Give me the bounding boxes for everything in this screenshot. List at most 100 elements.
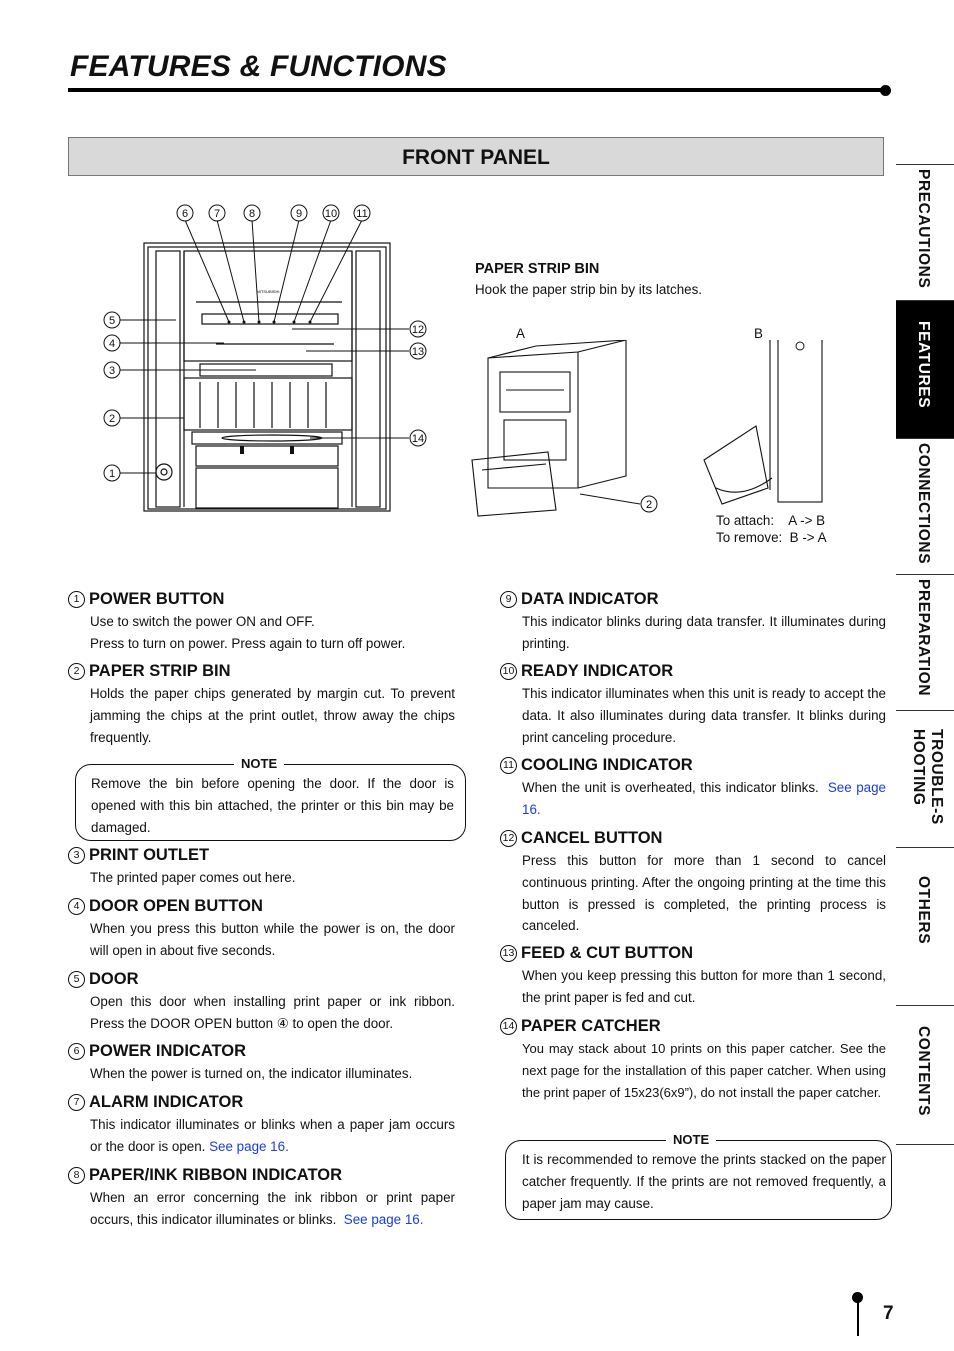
callout-13: 13 bbox=[412, 346, 424, 358]
tab-label: CONNECTIONS bbox=[915, 443, 932, 565]
title-rule-dot bbox=[880, 85, 891, 96]
callout-2: 2 bbox=[109, 413, 115, 425]
item-number: 4 bbox=[68, 898, 85, 915]
tab-label: FEATURES bbox=[915, 321, 932, 409]
strip-bin-diagram: 2 bbox=[471, 340, 823, 517]
item-text: This indicator illuminates or blinks whe… bbox=[90, 1117, 455, 1154]
item-title: CANCEL BUTTON bbox=[521, 829, 663, 847]
callout-12: 12 bbox=[412, 324, 424, 336]
callout-11: 11 bbox=[356, 208, 367, 220]
note-text-left: Remove the bin before opening the door. … bbox=[91, 776, 454, 835]
item-title: COOLING INDICATOR bbox=[521, 756, 693, 774]
item-number: 8 bbox=[68, 1167, 85, 1184]
section-title: FRONT PANEL bbox=[402, 146, 550, 169]
item-title: PAPER STRIP BIN bbox=[89, 662, 231, 680]
tab-preparation[interactable]: PREPARATION bbox=[896, 574, 954, 710]
strip-bin-callout: 2 bbox=[646, 499, 652, 511]
item-number: 12 bbox=[500, 830, 517, 847]
item-number: 13 bbox=[500, 945, 517, 962]
item-text-line: Use to switch the power ON and OFF. bbox=[90, 614, 315, 629]
see-page-link[interactable]: See page 16. bbox=[209, 1138, 289, 1154]
callout-5: 5 bbox=[109, 315, 115, 327]
tab-features[interactable]: FEATURES bbox=[896, 300, 954, 438]
tab-trouble-shooting[interactable]: TROUBLE-SHOOTING bbox=[896, 710, 954, 847]
figure-label-b: B bbox=[754, 326, 763, 341]
item-number: 11 bbox=[500, 757, 517, 774]
item-title: DOOR bbox=[89, 970, 139, 988]
item-text: This indicator blinks during data transf… bbox=[522, 614, 886, 651]
item-title: PAPER/INK RIBBON INDICATOR bbox=[89, 1166, 343, 1184]
tab-others[interactable]: OTHERS bbox=[896, 847, 954, 1005]
printer-front-diagram: MITSUBISHI 6 7 8 9 10 11 5 4 3 2 1 1 bbox=[103, 204, 427, 512]
tab-label: PRECAUTIONS bbox=[915, 169, 932, 289]
item-text: Holds the paper chips generated by margi… bbox=[90, 686, 455, 745]
callout-6: 6 bbox=[182, 208, 188, 220]
callout-4: 4 bbox=[109, 338, 115, 350]
item-number: 9 bbox=[500, 591, 517, 608]
item-title: PAPER CATCHER bbox=[521, 1017, 661, 1035]
item-title: DOOR OPEN BUTTON bbox=[89, 897, 263, 915]
item-number: 14 bbox=[500, 1018, 517, 1035]
page-number-rule bbox=[857, 1296, 859, 1336]
callout-3: 3 bbox=[109, 365, 115, 377]
see-page-link[interactable]: See page 16. bbox=[343, 1211, 424, 1227]
strip-bin-figure-caption: Hook the paper strip bin by its latches. bbox=[475, 282, 703, 297]
item-text-line: Press to turn on power. Press again to t… bbox=[90, 635, 406, 651]
see-page-link[interactable]: See page 16. bbox=[522, 780, 886, 817]
item-text: When you press this button while the pow… bbox=[90, 921, 455, 958]
item-number: 10 bbox=[500, 663, 517, 680]
item-number: 3 bbox=[68, 847, 85, 864]
item-number: 5 bbox=[68, 971, 85, 988]
page-number: 7 bbox=[883, 1303, 894, 1324]
tab-precautions[interactable]: PRECAUTIONS bbox=[896, 164, 954, 300]
item-text: When an error concerning the ink ribbon … bbox=[90, 1190, 455, 1227]
item-text: You may stack about 10 prints on this pa… bbox=[522, 1041, 886, 1100]
item-title: POWER INDICATOR bbox=[89, 1042, 247, 1060]
item-text: Open this door when installing print pap… bbox=[90, 994, 455, 1031]
strip-bin-figure-title: PAPER STRIP BIN bbox=[475, 261, 600, 277]
item-text: When you keep pressing this button for m… bbox=[522, 968, 886, 1005]
item-text: This indicator illuminates when this uni… bbox=[522, 686, 886, 745]
item-number: 2 bbox=[68, 663, 85, 680]
title-rule bbox=[68, 88, 884, 92]
tab-label: OTHERS bbox=[915, 876, 932, 945]
remove-instruction: To remove: B -> A bbox=[716, 530, 827, 545]
tab-connections[interactable]: CONNECTIONS bbox=[896, 438, 954, 574]
callout-7: 7 bbox=[214, 208, 220, 220]
callout-10: 10 bbox=[325, 208, 337, 220]
item-title: READY INDICATOR bbox=[521, 662, 674, 680]
figure-label-a: A bbox=[516, 326, 525, 341]
item-title: ALARM INDICATOR bbox=[89, 1093, 244, 1111]
item-title: POWER BUTTON bbox=[89, 590, 225, 608]
tab-label: TROUBLE-SHOOTING bbox=[910, 729, 945, 825]
page-title: FEATURES & FUNCTIONS bbox=[70, 50, 447, 83]
tab-contents[interactable]: CONTENTS bbox=[896, 1005, 954, 1145]
item-text: When the power is turned on, the indicat… bbox=[90, 1066, 413, 1081]
tab-label: CONTENTS bbox=[915, 1026, 932, 1117]
item-title: DATA INDICATOR bbox=[521, 590, 659, 608]
page-number-dot bbox=[852, 1292, 863, 1303]
note-text-right: It is recommended to remove the prints s… bbox=[522, 1152, 886, 1211]
attach-instruction: To attach: A -> B bbox=[716, 513, 826, 528]
section-bar bbox=[68, 137, 884, 176]
callout-9: 9 bbox=[296, 208, 302, 220]
note-label-right: NOTE bbox=[666, 1132, 717, 1147]
item-number: 7 bbox=[68, 1094, 85, 1111]
note-label-left: NOTE bbox=[234, 756, 285, 771]
item-number: 1 bbox=[68, 591, 85, 608]
brand-text: MITSUBISHI bbox=[257, 289, 280, 294]
